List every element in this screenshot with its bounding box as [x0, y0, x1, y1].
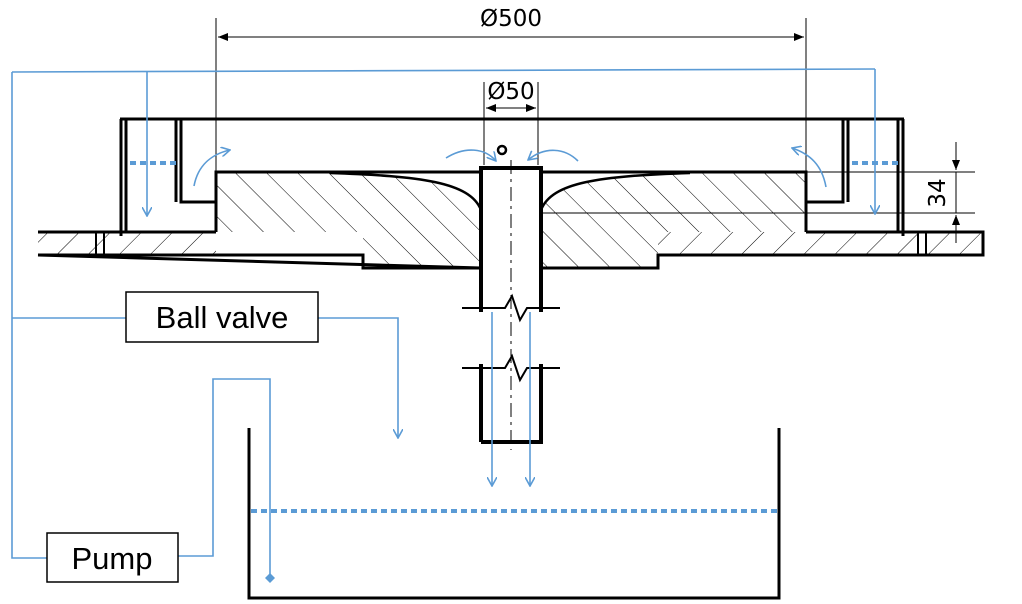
ball-valve-box: Ball valve: [125, 291, 319, 343]
pump-label: Pump: [72, 541, 153, 576]
flow-lines: [11, 68, 898, 583]
outer-diameter-dimension: Ø500: [215, 6, 807, 172]
central-pipe: [462, 144, 560, 450]
air-vent-icon: [496, 144, 508, 156]
pump-box: Pump: [46, 532, 179, 583]
distributor-disk: [214, 170, 975, 268]
height-dimension: 34: [925, 142, 960, 243]
pipe-diameter-label: Ø50: [487, 79, 534, 105]
outer-diameter-label: Ø500: [480, 6, 542, 32]
ball-valve-label: Ball valve: [156, 300, 289, 335]
water-tank: [247, 428, 781, 600]
pump-intake-icon: [265, 573, 275, 583]
height-label: 34: [925, 178, 951, 207]
pipe-diameter-dimension: Ø50: [483, 79, 539, 165]
housing: [119, 117, 905, 236]
